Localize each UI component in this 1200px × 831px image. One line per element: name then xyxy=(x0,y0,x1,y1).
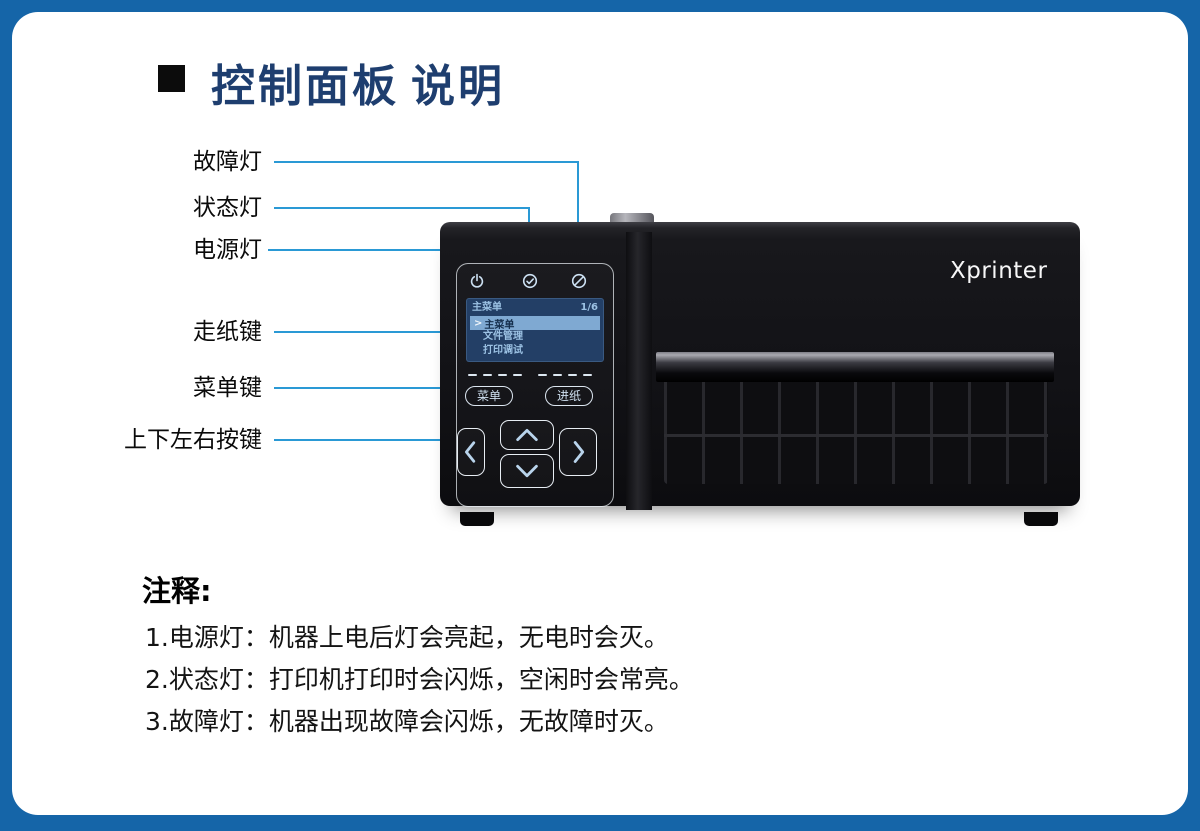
dash xyxy=(568,374,577,376)
feed-button: 进纸 xyxy=(545,386,593,406)
lcd-menu-item: 文件管理 xyxy=(483,331,523,342)
dpad-right-button xyxy=(559,428,597,476)
paper-exit-slot xyxy=(656,352,1054,382)
callout-label-power: 电源灯 xyxy=(193,237,262,263)
printer-foot xyxy=(1024,512,1058,526)
fault-led-icon xyxy=(571,273,587,289)
lcd-title: 主菜单 xyxy=(472,302,502,313)
page-title-sub: 说明 xyxy=(411,61,505,112)
printer-foot xyxy=(460,512,494,526)
callout-label-status: 状态灯 xyxy=(193,195,262,221)
menu-button: 菜单 xyxy=(465,386,513,406)
chevron-down-icon xyxy=(516,464,538,478)
content-panel: 控制面板说明 故障灯 状态灯 电源灯 走纸键 菜单键 上下左右按键 Xprint… xyxy=(12,12,1188,815)
page-title-main: 控制面板 xyxy=(211,61,399,112)
dpad-left-button xyxy=(457,428,485,476)
dpad-down-button xyxy=(500,454,554,488)
dash xyxy=(498,374,507,376)
callout-label-dpad: 上下左右按键 xyxy=(124,427,262,453)
softkey-dashes xyxy=(468,374,604,376)
page-title: 控制面板说明 xyxy=(211,50,505,114)
dash xyxy=(538,374,547,376)
square-bullet-icon xyxy=(158,65,185,92)
notes-heading: 注释: xyxy=(142,574,212,608)
lcd-menu-item: 打印调试 xyxy=(483,345,523,356)
printer-illustration: Xprinter xyxy=(440,213,1080,526)
chevron-left-icon xyxy=(464,441,476,463)
callout-label-menu: 菜单键 xyxy=(193,375,262,401)
title-row: 控制面板说明 xyxy=(158,50,505,114)
dash xyxy=(468,374,477,376)
status-led-icon xyxy=(522,273,538,289)
dash xyxy=(513,374,522,376)
lcd-menu-item-selected: > 主菜单 xyxy=(470,316,600,331)
callout-label-fault: 故障灯 xyxy=(193,149,262,175)
note-item: 1.电源灯：机器上电后灯会亮起，无电时会灭。 xyxy=(145,623,669,652)
lcd-menu-item-label: 主菜单 xyxy=(484,319,515,331)
lcd-selection-caret: > xyxy=(474,317,483,329)
lcd-page-indicator: 1/6 xyxy=(580,302,598,313)
dash xyxy=(553,374,562,376)
lcd-header: 主菜单 1/6 xyxy=(467,301,603,315)
callout-label-feed: 走纸键 xyxy=(193,319,262,345)
power-led-icon xyxy=(469,273,485,289)
tear-bar-comb xyxy=(664,382,1048,484)
printer-hinge-seam xyxy=(626,232,652,510)
dash xyxy=(583,374,592,376)
brand-logo: Xprinter xyxy=(950,258,1048,284)
chevron-up-icon xyxy=(516,428,538,442)
dpad-up-button xyxy=(500,420,554,450)
printer-control-panel: 主菜单 1/6 > 主菜单 文件管理 打印调试 xyxy=(456,263,614,507)
note-item: 3.故障灯：机器出现故障会闪烁，无故障时灭。 xyxy=(145,707,669,736)
note-item: 2.状态灯：打印机打印时会闪烁，空闲时会常亮。 xyxy=(145,665,694,694)
chevron-right-icon xyxy=(573,441,585,463)
lcd-screen: 主菜单 1/6 > 主菜单 文件管理 打印调试 xyxy=(467,299,603,361)
printer-body: Xprinter xyxy=(440,222,1080,526)
dash xyxy=(483,374,492,376)
